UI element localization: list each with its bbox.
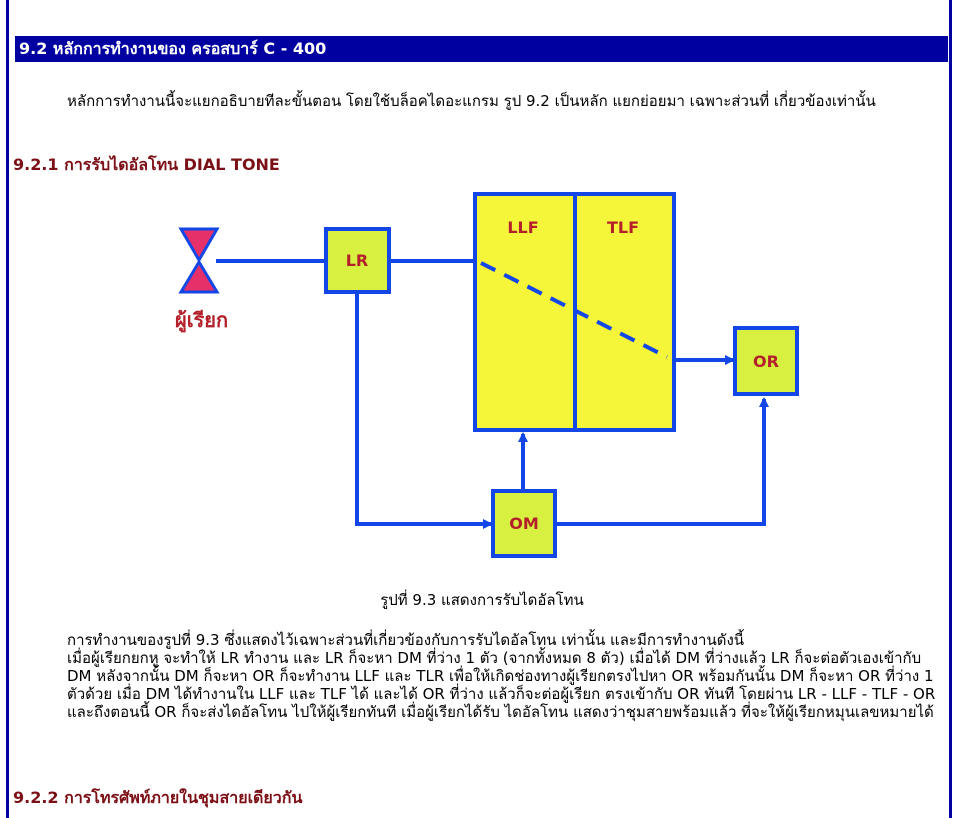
subsection-heading-internal-call: 9.2.2 การโทรศัพท์ภายในชุมสายเดียวกัน: [13, 788, 303, 807]
line-lr-to-om: [355, 294, 493, 529]
dial-tone-block-diagram: ผู้เรียก LR LLF TLF OR OM: [175, 192, 799, 558]
body-paragraph: การทำงานของรูปที่ 9.3 ซึ่งแสดงไว้เฉพาะส่…: [13, 631, 948, 721]
om-block: [491, 489, 557, 558]
switching-path-dashed: [480, 261, 668, 359]
body-line-1: การทำงานของรูปที่ 9.3 ซึ่งแสดงไว้เฉพาะส่…: [67, 631, 745, 649]
body-line-2: เมื่อผู้เรียกยกหู จะทำให้ LR ทำงาน และ L…: [67, 649, 936, 721]
tlf-label: TLF: [607, 218, 639, 237]
figure-caption: รูปที่ 9.3 แสดงการรับไดอัลโทน: [380, 591, 584, 609]
connection-lines: [216, 259, 769, 529]
lr-block: [324, 227, 391, 294]
section-title-bar: 9.2 หลักการทำงานของ ครอสบาร์ C - 400: [15, 36, 948, 62]
subsection-heading-dial-tone: 9.2.1 การรับไดอัลโทน DIAL TONE: [13, 155, 280, 174]
or-label: OR: [753, 352, 779, 371]
document-page: 9.2 หลักการทำงานของ ครอสบาร์ C - 400 หลั…: [6, 0, 952, 818]
caller-hourglass-icon: [178, 227, 220, 294]
caller-label: ผู้เรียก: [175, 308, 228, 334]
or-block: [733, 326, 799, 396]
llf-label: LLF: [507, 218, 538, 237]
intro-paragraph: หลักการทำงานนี้จะแยกอธิบายทีละขั้นตอน โด…: [67, 92, 876, 110]
om-label: OM: [509, 514, 539, 533]
lr-label: LR: [346, 251, 369, 270]
line-om-to-or: [555, 397, 769, 526]
